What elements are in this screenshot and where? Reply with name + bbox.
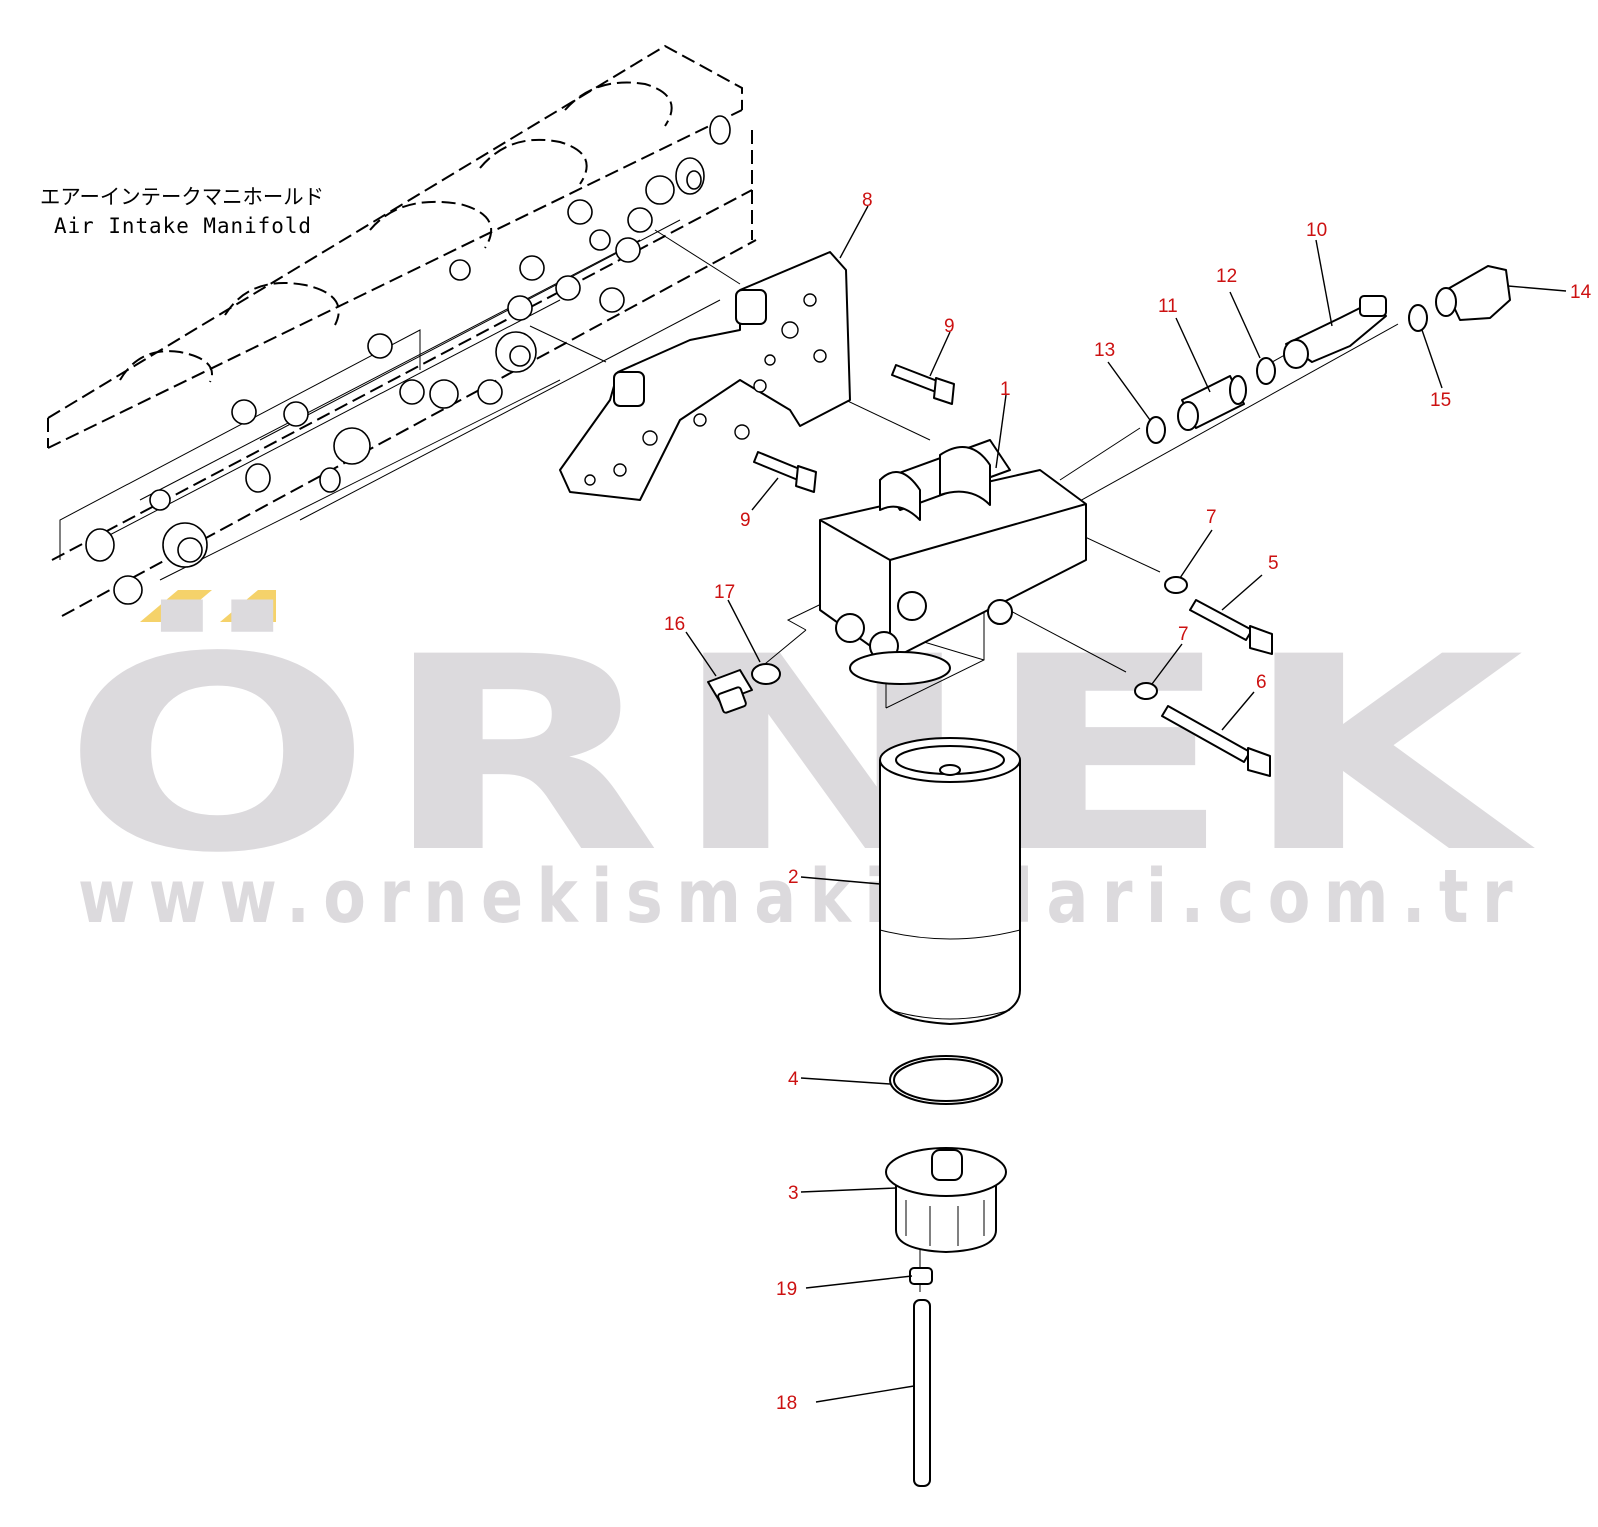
callout-16: 16 [664, 614, 685, 635]
part-17-o-ring [751, 663, 781, 685]
part-4-gasket [889, 1055, 1003, 1105]
part-8-bracket [559, 251, 851, 501]
callout-15: 15 [1430, 390, 1451, 411]
callout-17: 17 [714, 582, 735, 603]
part-19-clip [909, 1267, 933, 1285]
callout-19: 19 [776, 1279, 797, 1300]
part-6-bolt [1161, 705, 1271, 777]
watermark-url: www.ornekismakinalari.com.tr [78, 854, 1526, 940]
part-18-drain-tube [913, 1299, 931, 1487]
manifold-label-japanese: エアーインテークマニホールド [40, 185, 324, 209]
leader-lines [685, 205, 1567, 1403]
callout-6: 6 [1256, 672, 1267, 693]
callout-8: 8 [862, 190, 873, 211]
callout-18: 18 [776, 1393, 797, 1414]
callout-9-lower: 9 [740, 510, 751, 531]
manifold-label-english: Air Intake Manifold [54, 214, 312, 238]
callout-14: 14 [1570, 282, 1592, 303]
callout-12: 12 [1216, 266, 1237, 287]
air-intake-manifold: エアーインテークマニホールド Air Intake Manifold [40, 44, 757, 617]
callout-7-upper: 7 [1206, 507, 1217, 528]
part-7-washer-upper [1164, 576, 1188, 594]
callout-5: 5 [1268, 553, 1279, 574]
part-2-filter-cartridge [879, 737, 1021, 1025]
part-9-bolt-upper [891, 364, 955, 405]
callout-7-lower: 7 [1178, 624, 1189, 645]
part-10-elbow-connector [1283, 295, 1387, 369]
part-13-o-ring [1146, 416, 1166, 444]
callout-4: 4 [788, 1069, 799, 1090]
part-12-o-ring [1256, 357, 1276, 385]
part-16-plug [707, 669, 753, 714]
part-1-filter-head [819, 439, 1087, 685]
callout-2: 2 [788, 867, 799, 888]
watermark: ÖRNEK www.ornekismakinalari.com.tr [62, 590, 1538, 940]
callout-9-upper: 9 [944, 316, 955, 337]
watermark-brand: ÖRNEK [62, 597, 1538, 912]
part-5-bolt [1189, 599, 1273, 655]
part-7-washer-lower [1134, 682, 1158, 700]
callout-3: 3 [788, 1183, 799, 1204]
part-15-o-ring [1408, 304, 1428, 332]
callout-11: 11 [1158, 296, 1178, 317]
part-11-sensor [1177, 375, 1247, 431]
watermark-umlaut-left [140, 590, 212, 622]
callout-13: 13 [1094, 340, 1115, 361]
part-3-bowl [885, 1147, 1007, 1253]
callout-numbers: 1 2 3 4 5 6 7 7 8 9 9 10 11 12 13 14 15 … [664, 190, 1592, 1414]
callout-1: 1 [1000, 379, 1011, 400]
watermark-umlaut-right [220, 590, 276, 622]
part-14-union-fitting [1435, 265, 1511, 321]
callout-10: 10 [1306, 220, 1327, 241]
part-9-bolt-lower [753, 451, 817, 493]
